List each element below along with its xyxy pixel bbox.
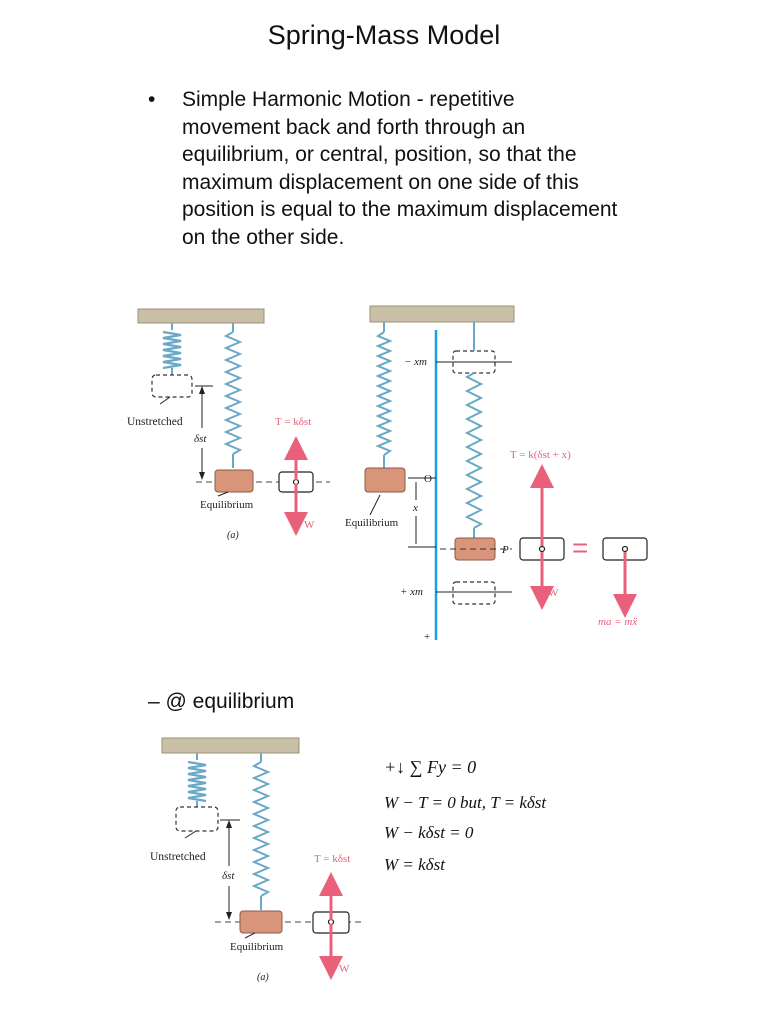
- origin-label: O: [424, 473, 432, 485]
- equals-sign: =: [572, 532, 588, 563]
- weight-label: W: [304, 519, 315, 531]
- bullet-point: • Simple Harmonic Motion - repetitive mo…: [148, 86, 618, 251]
- ceiling: [369, 305, 515, 323]
- caption-c: (a): [257, 972, 269, 983]
- delta-label: δst: [194, 433, 207, 445]
- bottom-block: [452, 581, 496, 605]
- stretched-spring: [223, 331, 243, 455]
- equation-w-minus-kdelta: W − kδst = 0: [384, 823, 474, 842]
- bullet-text: Simple Harmonic Motion - repetitive move…: [182, 88, 618, 249]
- p-label: P: [501, 544, 509, 556]
- ceiling: [161, 737, 300, 754]
- plus-label: +: [424, 631, 430, 643]
- unstretched-block: [175, 806, 219, 832]
- equilibrium-label: Equilibrium: [230, 941, 284, 953]
- tension-label: T = k(δst + x): [510, 449, 571, 461]
- unstretched-spring: [162, 330, 182, 370]
- figure-b: + Equilibrium O x − xm P + xm T = k(δst …: [345, 305, 648, 643]
- x-label: x: [412, 502, 418, 514]
- figure-a: Unstretched δst Equilibrium (a) T = kδst…: [127, 308, 330, 541]
- unstretched-label: Unstretched: [127, 416, 183, 428]
- equilibrium-label: Equilibrium: [345, 517, 399, 529]
- stretched-spring: [251, 761, 271, 897]
- minus-xm-label: − xm: [404, 356, 427, 368]
- sub-heading: – @ equilibrium: [148, 690, 295, 713]
- ma-label: ma = mẍ: [598, 616, 637, 628]
- weight-label: W: [339, 963, 350, 975]
- bullet-symbol: •: [148, 88, 156, 111]
- delta-label: δst: [222, 870, 235, 882]
- unstretched-block: [151, 374, 193, 398]
- page-title: Spring-Mass Model: [267, 20, 501, 50]
- tension-label: T = kδst: [275, 416, 311, 428]
- equation-w-equals-kdelta: W = kδst: [384, 855, 445, 874]
- unstretched-spring: [187, 760, 207, 803]
- equilibrium-label: Equilibrium: [200, 499, 254, 511]
- figure-c: Unstretched δst Equilibrium (a) T = kδst…: [150, 737, 365, 983]
- plus-xm-label: + xm: [400, 586, 423, 598]
- caption-a: (a): [227, 530, 239, 541]
- spring-right: [464, 372, 484, 529]
- equilibrium-block-left: [364, 467, 406, 493]
- equilibrium-block: [214, 469, 254, 493]
- equation-w-minus-t: W − T = 0 but, T = kδst: [384, 793, 547, 812]
- tension-label: T = kδst: [314, 853, 350, 865]
- ceiling: [137, 308, 265, 324]
- unstretched-label: Unstretched: [150, 851, 206, 863]
- equation-sum-forces: +↓ ∑ Fy = 0: [384, 757, 477, 777]
- spring-left: [375, 331, 393, 456]
- weight-label: W: [548, 587, 559, 599]
- equilibrium-block: [239, 910, 283, 934]
